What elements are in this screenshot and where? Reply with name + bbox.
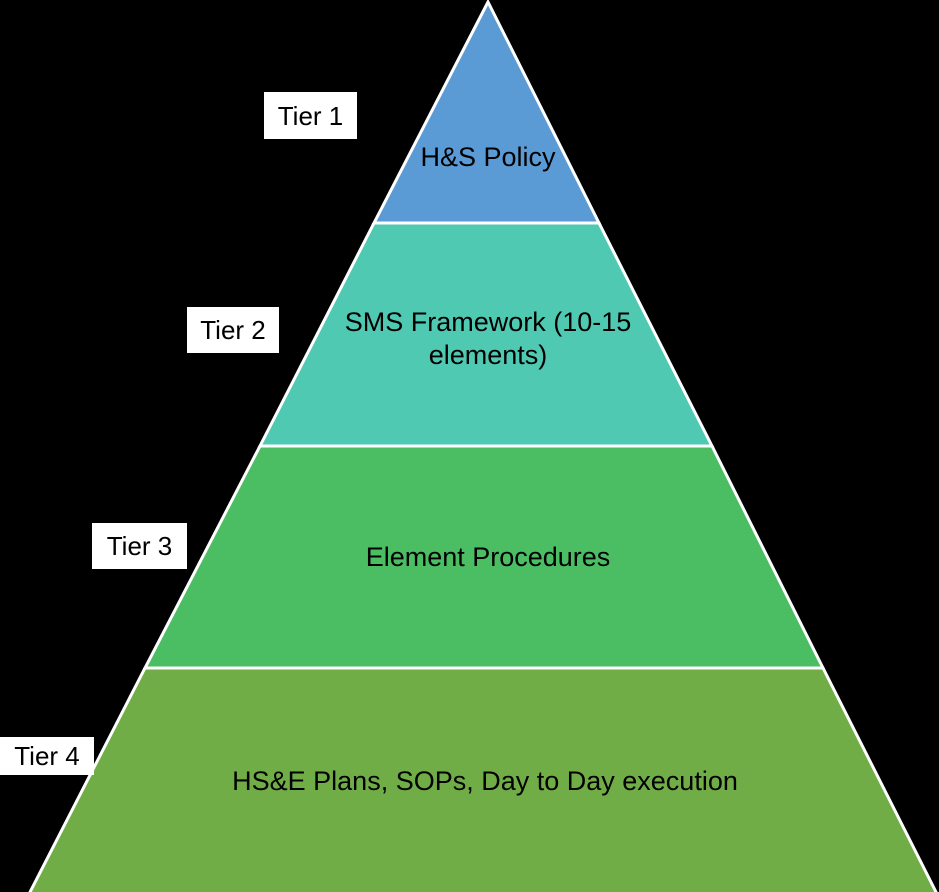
tier-1-label-box: Tier 1 [264,92,357,139]
tier-3-text: Element Procedures [366,542,611,572]
tier-4-label-box: Tier 4 [0,737,94,775]
tier-1-label: Tier 1 [277,100,344,131]
tier-2-label-box: Tier 2 [187,307,279,353]
tier-1-text: H&S Policy [420,142,556,172]
tier-2-label: Tier 2 [200,315,266,345]
tier-1-shape [371,0,602,225]
tier-3-label-box: Tier 3 [92,523,187,569]
tier-4-text: HS&E Plans, SOPs, Day to Day execution [232,766,738,796]
tier-2-text-line1: SMS Framework (10-15 [345,307,632,337]
tier-2-text-line2: elements) [429,340,548,370]
tier-4-shape [28,666,938,892]
tier-4-label: Tier 4 [14,741,80,771]
tier-3-label: Tier 3 [106,531,173,561]
